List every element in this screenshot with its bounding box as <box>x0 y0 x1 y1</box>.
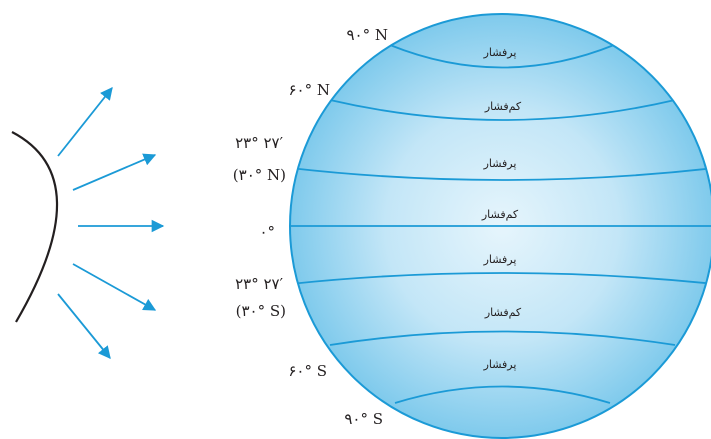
latitude-label-23n: ۲۳° ۲۷′ <box>235 134 283 152</box>
sun-rays <box>57 87 165 359</box>
sun-ray-arrow <box>57 293 111 359</box>
latitude-label-90s: ۹۰° S <box>344 410 383 428</box>
latitude-label-30s: (۳۰° S) <box>236 302 286 320</box>
pressure-belt-label: کم‌فشار <box>484 306 522 319</box>
sun-ray-arrow <box>72 153 157 191</box>
latitude-label-60s: ۶۰° S <box>288 362 327 380</box>
latitude-label-23s: ۲۳° ۲۷′ <box>235 275 283 293</box>
sun-ray-arrow <box>72 263 157 311</box>
latitude-label-equator: ۰° <box>259 223 275 241</box>
latitude-label-60n: ۶۰° N <box>288 81 330 99</box>
pressure-belt-label: پرفشار <box>483 253 517 266</box>
pressure-belt-label: پرفشار <box>483 358 517 371</box>
pressure-belt-label: پرفشار <box>483 157 517 170</box>
latitude-line-60n <box>329 99 676 121</box>
latitude-line-60s <box>329 330 676 346</box>
sun-arc <box>11 131 59 323</box>
pressure-belt-label: پرفشار <box>483 46 517 59</box>
latitude-line-30s <box>290 272 711 285</box>
latitude-line-30n <box>290 167 711 181</box>
sun-ray-arrow <box>57 87 113 157</box>
latitude-label-90n: ۹۰° N <box>346 26 388 44</box>
pressure-belt-label: کم‌فشار <box>484 100 522 113</box>
latitude-line-90n <box>389 44 615 69</box>
latitude-line-90s <box>394 385 611 404</box>
latitude-label-30n: (۳۰° N) <box>233 166 286 184</box>
pressure-belt-label: کم‌فشار <box>481 208 519 221</box>
